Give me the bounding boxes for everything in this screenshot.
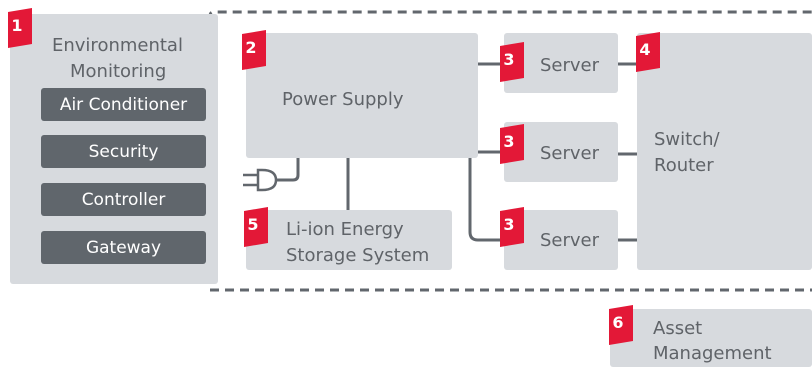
badge-2: 2 [238,30,270,70]
badge-3b: 3 [496,124,528,164]
air-conditioner-item: Air Conditioner [41,88,206,121]
controller-item: Controller [41,183,206,216]
switch-label-line1: Switch/ [654,129,720,150]
badge-5-number: 5 [247,215,259,234]
power-supply-box [246,33,478,158]
badge-3a: 3 [496,42,528,82]
energy-storage-box [246,210,452,270]
gateway-item: Gateway [41,231,206,264]
switch-router-box [637,33,812,270]
environmental-title-line1: Environmental [52,35,183,56]
security-item: Security [41,135,206,168]
badge-6: 6 [605,305,637,345]
switch-label-line2: Router [654,155,714,176]
badge-3a-number: 3 [503,50,515,69]
badge-3c: 3 [496,207,528,247]
badge-3b-number: 3 [503,132,515,151]
storage-label-line1: Li-ion Energy [286,219,404,240]
power-supply-label: Power Supply [282,89,404,110]
badge-1: 1 [4,8,36,48]
badge-4: 4 [632,32,664,72]
server-label-1: Server [540,55,600,76]
line-ps-plug [276,158,300,182]
server-label-2: Server [540,143,600,164]
storage-label-line2: Storage System [286,245,430,266]
badge-3c-number: 3 [503,215,515,234]
environmental-title-line2: Monitoring [70,61,167,82]
badge-4-number: 4 [639,40,651,59]
badge-6-number: 6 [612,313,624,332]
server-label-3: Server [540,230,600,251]
asset-label-line1: Asset [653,318,703,339]
asset-label-line2: Management [653,343,772,364]
badge-1-number: 1 [11,16,23,35]
plug-icon [243,168,278,192]
asset-management-box [610,309,812,367]
badge-5: 5 [240,207,272,247]
badge-2-number: 2 [245,38,257,57]
line-ps-bus [468,158,504,242]
